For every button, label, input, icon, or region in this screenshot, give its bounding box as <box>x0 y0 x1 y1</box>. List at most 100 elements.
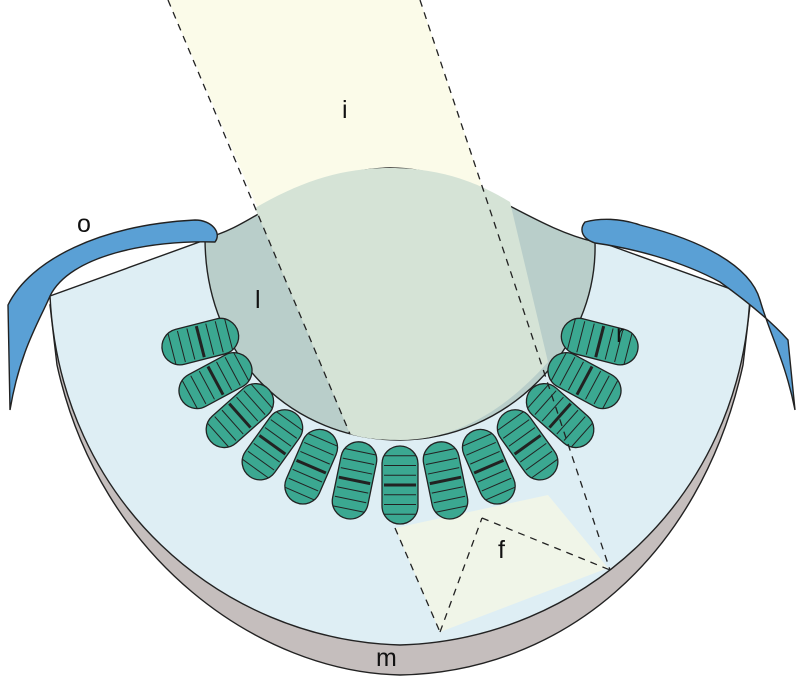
ray-right <box>419 0 611 571</box>
light-rays <box>167 0 611 633</box>
lens-beam <box>255 168 548 440</box>
photoreceptor-stripe <box>332 505 365 513</box>
photoreceptor-septum <box>206 365 225 396</box>
photoreceptor-stripe <box>541 396 564 422</box>
photoreceptor-stripe <box>243 390 266 415</box>
photoreceptor-septum <box>258 434 287 456</box>
photoreceptor-stripe <box>242 458 269 479</box>
photoreceptor <box>161 317 240 366</box>
photoreceptor-stripe <box>567 361 584 391</box>
photoreceptor-stripe <box>508 427 536 447</box>
photoreceptor-stripe <box>466 441 496 456</box>
photoreceptor-stripe <box>470 450 500 465</box>
photoreceptor-stripe <box>585 323 595 355</box>
photoreceptor-stripe <box>427 467 460 475</box>
photoreceptor <box>205 383 275 449</box>
photoreceptor <box>560 317 639 366</box>
photoreceptor-stripe <box>292 468 323 483</box>
photoreceptor <box>525 383 595 449</box>
photoreceptor-stripe <box>205 323 215 355</box>
photoreceptor-stripe <box>550 352 567 382</box>
photoreceptor-stripe <box>167 333 177 365</box>
photoreceptor-stripe <box>342 457 375 466</box>
photoreceptor-row <box>161 317 639 525</box>
photoreceptor-stripe <box>214 321 224 353</box>
photoreceptor-stripe <box>502 419 530 439</box>
photoreceptor-stripe <box>485 486 516 501</box>
photoreceptor-septum <box>295 458 327 475</box>
photoreceptor-stripe <box>176 330 186 363</box>
photoreceptor-stripe <box>198 370 215 400</box>
photoreceptor-stripe <box>247 450 275 471</box>
photoreceptor-stripe <box>207 422 230 448</box>
photoreceptor-septum <box>575 365 594 396</box>
photoreceptor-stripe <box>576 321 586 353</box>
photoreceptor-stripe <box>431 486 464 494</box>
photoreceptor-stripe <box>534 390 557 415</box>
photoreceptor-stripe <box>334 495 367 504</box>
photoreceptor-stripe <box>477 468 508 483</box>
photoreceptor-stripe <box>462 433 493 447</box>
photoreceptor-stripe <box>224 357 241 386</box>
photoreceptor-stripe <box>481 477 512 492</box>
photoreceptor-stripe <box>525 450 553 471</box>
photoreceptor-stripe <box>425 457 458 466</box>
photoreceptor-stripe <box>284 486 315 501</box>
photoreceptor-stripe <box>276 411 303 431</box>
photoreceptor-stripe <box>186 328 196 360</box>
photoreceptor-stripe <box>527 383 550 409</box>
photoreceptor-stripe <box>559 357 576 386</box>
photoreceptor-septum <box>228 402 252 429</box>
photoreceptor <box>381 445 419 525</box>
photoreceptor-stripe <box>614 330 624 363</box>
label-i: i <box>342 96 348 124</box>
photoreceptor-stripe <box>623 333 633 365</box>
outer-layer-right <box>581 218 796 411</box>
photoreceptor <box>178 352 253 410</box>
photoreceptor <box>547 352 622 410</box>
ray-left-lower <box>394 527 441 633</box>
label-o: o <box>77 210 91 238</box>
photoreceptor-stripe <box>435 505 468 513</box>
photoreceptor-stripe <box>250 383 273 409</box>
label-m: m <box>376 644 397 672</box>
photoreceptor-stripe <box>604 328 614 360</box>
photoreceptor-stripe <box>556 409 579 435</box>
photoreceptor-stripe <box>593 375 610 405</box>
photoreceptor-stripe <box>300 450 330 465</box>
ray-cross-2 <box>481 517 611 571</box>
photoreceptor-stripe <box>304 441 334 456</box>
photoreceptor-septum <box>548 402 572 429</box>
photoreceptor-stripe <box>288 477 319 492</box>
photoreceptor-stripe <box>423 448 456 456</box>
photoreceptor-stripe <box>190 375 207 405</box>
photoreceptor-stripe <box>344 448 377 456</box>
photoreceptor-stripe <box>307 433 338 447</box>
photoreceptor-stripe <box>181 380 198 409</box>
photoreceptor-stripe <box>531 458 558 479</box>
photoreceptor-stripe <box>566 318 576 350</box>
photoreceptor-stripe <box>253 442 280 463</box>
photoreceptor-stripe <box>336 486 369 494</box>
photoreceptor-stripe <box>216 361 233 391</box>
photoreceptor-stripe <box>224 318 234 350</box>
focus-cone <box>395 495 608 632</box>
photoreceptor-stripe <box>221 409 244 435</box>
photoreceptor <box>284 428 339 505</box>
photoreceptor <box>461 428 516 505</box>
photoreceptor-stripe <box>264 427 292 447</box>
outer-layer-left <box>7 219 218 411</box>
photoreceptor-stripe <box>570 422 593 448</box>
photoreceptor-stripe <box>602 380 619 409</box>
photoreceptor-septum <box>429 475 462 486</box>
photoreceptor <box>331 441 378 520</box>
label-f: f <box>498 536 505 564</box>
photoreceptor-stripe <box>585 370 602 400</box>
photoreceptor-septum <box>513 434 542 456</box>
photoreceptor-stripe <box>270 419 298 439</box>
photoreceptor-stripe <box>214 416 237 441</box>
photoreceptor-septum <box>594 325 606 358</box>
label-l: l <box>255 286 261 314</box>
photoreceptor-stripe <box>563 416 586 441</box>
